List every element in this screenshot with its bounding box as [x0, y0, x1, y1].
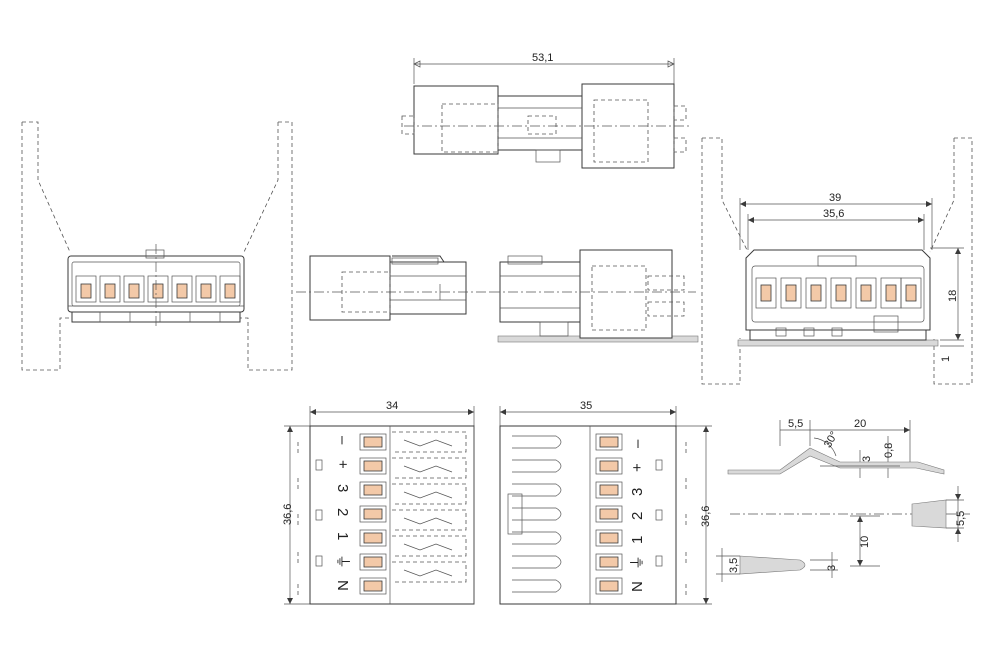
dim-plug-height: 36,6	[282, 504, 294, 525]
side-view-plug	[296, 255, 490, 321]
plug-label-3: 3	[334, 484, 351, 492]
dim-socket-width: 35	[580, 400, 592, 412]
plug-label-1: 1	[334, 532, 351, 540]
socket-label-plus: +	[629, 463, 646, 472]
plug-label-minus: –	[334, 436, 351, 445]
plug-label-2: 2	[334, 508, 351, 516]
socket-label-1: 1	[629, 536, 646, 544]
dim-front-height: 18	[947, 290, 959, 302]
dim-plug-width: 34	[386, 400, 398, 412]
socket-contacts	[595, 433, 623, 595]
dim-panel-3-5: 3,5	[728, 558, 740, 573]
top-view: 53,1	[401, 52, 690, 169]
dim-panel-5-5-right: 5,5	[955, 511, 967, 526]
left-front-contacts	[75, 275, 241, 303]
socket-pin-labels: – + 3 2 1 ⏚ N	[629, 439, 646, 592]
dim-panel-3-bottom: 3	[826, 565, 838, 571]
dim-panel-0-8: 0,8	[883, 443, 895, 458]
plug-label-plus: +	[334, 460, 351, 469]
plug-pin-labels: – + 3 2 1 ⏚ N	[334, 436, 351, 591]
dim-front-width-inner: 35,6	[823, 208, 844, 220]
dim-panel-3-top: 3	[861, 456, 873, 462]
dim-socket-height: 36,6	[700, 506, 712, 527]
plug-label-ground: ⏚	[334, 554, 351, 569]
side-view-socket	[490, 249, 699, 343]
dim-front-width-outer: 39	[829, 192, 841, 204]
socket-label-n: N	[629, 581, 646, 592]
plug-contacts	[359, 433, 387, 595]
dim-front-offset: 1	[940, 356, 952, 362]
socket-top-view: 35 36,6	[499, 400, 712, 605]
dim-panel-20: 20	[854, 418, 866, 430]
dim-panel-10: 10	[859, 536, 871, 548]
panel-cutout-detail: 5,5 20 30° 0,8 3 10 5,5	[716, 418, 970, 582]
socket-label-ground: ⏚	[629, 555, 646, 570]
plug-label-n: N	[334, 580, 351, 591]
socket-label-minus: –	[629, 439, 646, 448]
plug-top-view: 34 36,6	[282, 400, 475, 605]
dim-panel-angle: 30°	[822, 430, 841, 450]
dim-top-length: 53,1	[532, 52, 553, 64]
socket-label-2: 2	[629, 512, 646, 520]
left-front-view	[21, 121, 293, 371]
dim-panel-5-5-top: 5,5	[788, 418, 803, 430]
socket-label-3: 3	[629, 488, 646, 496]
right-front-contacts	[755, 277, 922, 309]
right-front-view: 39 35,6 18 1	[701, 137, 973, 385]
